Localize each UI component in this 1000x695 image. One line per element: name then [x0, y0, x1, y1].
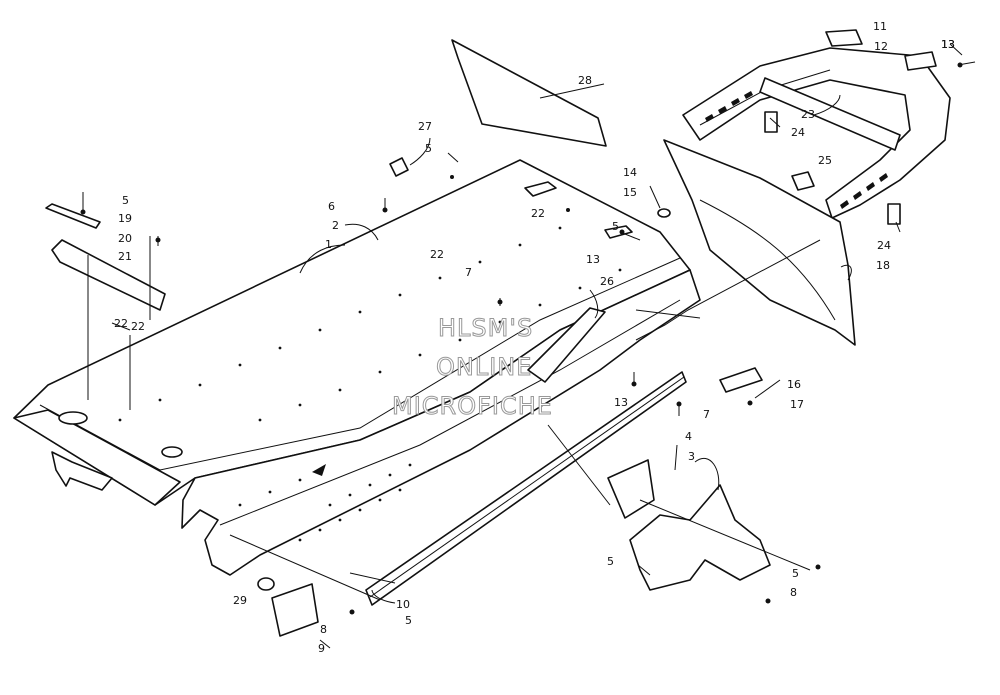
callout-28: 28	[578, 74, 592, 87]
callout-5: 5	[607, 555, 614, 568]
running-board-rail	[365, 371, 687, 606]
callout-9: 9	[318, 642, 325, 655]
grab-bar-slots	[705, 91, 888, 209]
leader-lines	[87, 43, 963, 649]
callout-2: 2	[332, 219, 339, 232]
lower-plate	[271, 583, 319, 637]
front-round-opening	[161, 446, 183, 458]
rear-grab-bar	[682, 47, 951, 219]
hitch-plate	[629, 484, 771, 591]
callout-7: 7	[703, 408, 710, 421]
trim-strip	[451, 39, 607, 147]
mount-bracket	[607, 459, 655, 519]
callout-18: 18	[876, 259, 890, 272]
callout-23: 23	[801, 108, 815, 121]
callout-17: 17	[790, 398, 804, 411]
callout-26: 26	[600, 275, 614, 288]
clip-24-upper	[764, 111, 778, 133]
watermark-line-1: HLSM'S	[438, 314, 533, 342]
callout-19: 19	[118, 212, 132, 225]
front-oval-opening	[58, 411, 88, 425]
callout-22: 22	[131, 320, 145, 333]
callout-4: 4	[685, 430, 692, 443]
bolts	[80, 61, 976, 615]
callout-21: 21	[118, 250, 132, 263]
callout-1: 1	[325, 238, 332, 251]
callout-5: 5	[425, 142, 432, 155]
rear-flap-curve	[699, 199, 836, 321]
callout-6: 6	[328, 200, 335, 213]
callout-22: 22	[531, 207, 545, 220]
rear-flap	[663, 139, 856, 346]
tunnel-arrow-mark	[312, 464, 326, 476]
callout-13: 13	[941, 38, 955, 51]
watermark: HLSM'S ONLINE MICROFICHE	[392, 314, 553, 421]
callout-22: 22	[114, 317, 128, 330]
callout-13: 13	[614, 396, 628, 409]
callout-14: 14	[623, 166, 637, 179]
callout-3: 3	[688, 450, 695, 463]
tunnel-vent-slot	[524, 181, 557, 197]
bracket-25	[791, 171, 815, 191]
washer-15	[657, 208, 671, 218]
callout-20: 20	[118, 232, 132, 245]
decal-11	[825, 29, 863, 47]
callout-29: 29	[233, 594, 247, 607]
callout-13: 13	[941, 38, 955, 51]
callout-24: 24	[791, 126, 805, 139]
callout-22: 22	[430, 248, 444, 261]
callout-7: 7	[465, 266, 472, 279]
callout-13: 13	[586, 253, 600, 266]
watermark-line-2: ONLINE	[436, 353, 532, 381]
tunnel-rib-line	[219, 299, 681, 526]
callout-5: 5	[122, 194, 129, 207]
decal-12	[904, 51, 937, 71]
grommet-29	[257, 577, 275, 591]
watermark-line-3: MICROFICHE	[392, 392, 553, 420]
callout-15: 15	[623, 186, 637, 199]
callout-10: 10	[396, 598, 410, 611]
strip-19	[45, 203, 101, 229]
emblem-26	[527, 307, 606, 383]
tunnel-edge-line	[39, 257, 681, 471]
front-bracket	[51, 451, 113, 491]
tunnel-vent-slot-2	[604, 225, 633, 239]
bracket-21	[51, 239, 166, 311]
callout-8: 8	[790, 586, 797, 599]
callout-27: 27	[418, 120, 432, 133]
callout-5: 5	[612, 220, 619, 233]
reflector-16	[719, 367, 763, 393]
callout-5: 5	[792, 567, 799, 580]
callout-5: 5	[405, 614, 412, 627]
callout-8: 8	[320, 623, 327, 636]
callout-11: 11	[873, 20, 887, 33]
clip-24-lower	[887, 203, 901, 225]
callout-24: 24	[877, 239, 891, 252]
rivet-holes	[118, 226, 622, 542]
callout-16: 16	[787, 378, 801, 391]
callout-12: 12	[874, 40, 888, 53]
pad-27	[389, 157, 409, 177]
tunnel-assembly	[13, 159, 701, 576]
callout-25: 25	[818, 154, 832, 167]
